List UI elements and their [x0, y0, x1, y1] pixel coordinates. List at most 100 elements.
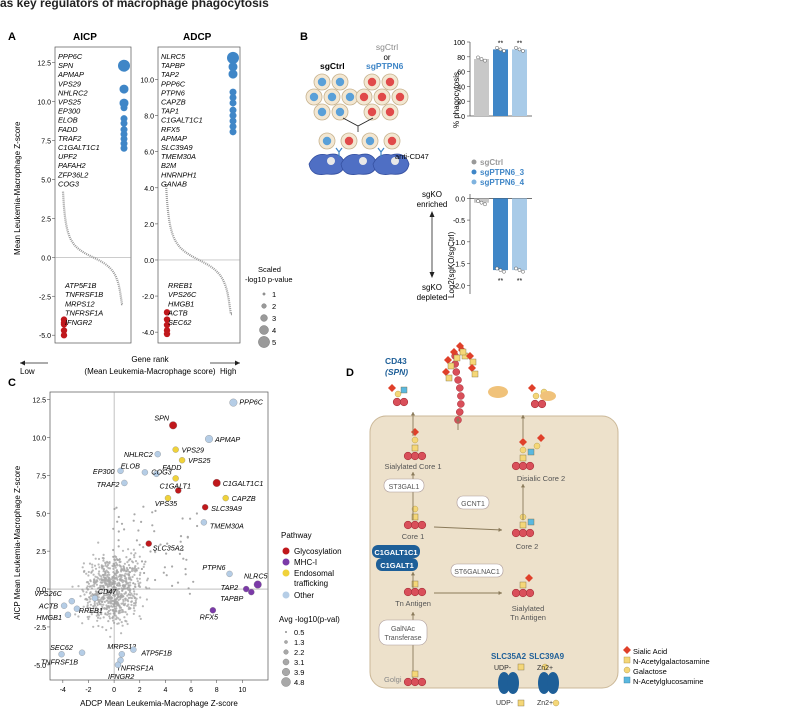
gene-dot-apmap	[229, 122, 237, 130]
background-gene-dot	[98, 578, 101, 581]
background-gene-dot	[189, 517, 192, 520]
background-gene-dot	[134, 560, 138, 563]
background-gene-dot	[113, 507, 116, 511]
background-gene-dot	[122, 595, 125, 598]
gene-point-label-tapbp: TAPBP	[220, 594, 243, 603]
c1galt1c1-pill[interactable]	[372, 545, 420, 558]
background-gene-dot	[192, 580, 195, 583]
gene-label-tap1: TAP1	[161, 107, 179, 116]
background-gene-dot	[108, 573, 111, 576]
gene-label-capzb: CAPZB	[161, 98, 186, 107]
depleted-label-2: depleted	[417, 293, 448, 302]
bar-sgptpn6_3	[493, 198, 508, 271]
background-gene-dot	[138, 584, 141, 587]
gene-dot-capzb	[229, 99, 237, 107]
background-gene-dot	[131, 575, 134, 579]
size-legend-c: 0.51.32.23.13.94.8	[281, 628, 304, 687]
gene-point-label-vps26c: VPS26C	[34, 589, 62, 598]
x-tick-label: 10	[238, 687, 246, 694]
glcnac	[400, 386, 408, 394]
replicate-dot	[476, 55, 480, 60]
gene-label-nlrc5: NLRC5	[161, 52, 186, 61]
background-gene-dot	[87, 617, 90, 621]
gene-point-cog3	[172, 475, 179, 482]
peptide-bead	[530, 399, 540, 409]
gene-point-label-cd47: CD47	[98, 587, 117, 596]
sialic-acid	[519, 438, 527, 446]
udp-label: UDP-	[494, 665, 512, 672]
log2-ylabel: Log2(sgKO/sgCtrl)	[447, 231, 456, 298]
background-gene-dot	[118, 609, 121, 612]
background-gene-dot	[117, 539, 120, 542]
background-gene-dot	[184, 573, 187, 576]
glcnac	[527, 518, 535, 526]
background-gene-dot	[116, 602, 119, 606]
significance-mark: **	[517, 278, 523, 285]
size-legend-c-label: 2.2	[294, 648, 304, 657]
background-gene-dot	[130, 552, 133, 555]
background-gene-dot	[96, 576, 99, 579]
background-gene-dot	[105, 569, 108, 572]
background-gene-dot	[101, 556, 104, 560]
pathway-arrowhead	[410, 612, 416, 616]
c1galt1-pill[interactable]	[376, 558, 418, 571]
gene-point-nhlrc2	[154, 450, 161, 458]
surface-protein	[488, 386, 508, 398]
gene-dot-vps26c	[163, 316, 171, 323]
peptide-bead	[403, 587, 413, 597]
background-gene-dot	[146, 579, 149, 582]
legend-galnac-icon	[623, 656, 631, 664]
gene-point-slc35a2	[145, 540, 152, 547]
background-gene-dot	[82, 570, 86, 574]
gene-point-label-cog3: COG3	[151, 467, 171, 476]
background-gene-dot	[121, 549, 125, 552]
background-gene-dot	[114, 618, 118, 621]
sialylated-tn-label2: Tn Antigen	[510, 613, 546, 622]
gene-label-b2m: B2M	[161, 161, 177, 170]
pathway-arrowhead	[410, 472, 416, 476]
bar-sgptpn6_4	[512, 49, 527, 116]
background-gene-dot	[109, 592, 112, 595]
legend-dot-sgctrl	[471, 159, 477, 165]
aicp-title: AICP	[73, 32, 97, 43]
background-gene-dot	[111, 576, 114, 580]
background-gene-dot	[112, 619, 115, 622]
background-gene-dot	[185, 558, 188, 561]
bar-sgctrl	[474, 59, 489, 116]
size-legend-title: Scaled	[258, 265, 281, 274]
background-gene-dot	[117, 581, 120, 584]
zn-label: Zn2+	[537, 665, 553, 672]
background-gene-dot	[117, 545, 120, 548]
galactose	[394, 390, 402, 398]
gene-point-label-ppp6c: PPP6C	[239, 398, 263, 407]
size-legend-c-dot	[284, 640, 288, 644]
replicate-dot	[517, 47, 522, 52]
galnac-transferase-pill	[378, 619, 428, 646]
adcp-gene-labels: NLRC5TAPBPTAP2PPP6CPTPN6CAPZBTAP1C1GALT1…	[160, 52, 203, 327]
st3gal1-pill	[383, 478, 425, 493]
peptide-bead	[417, 587, 427, 597]
background-gene-dot	[135, 593, 138, 596]
y-tick-label: 10.0	[32, 435, 46, 442]
background-gene-dot	[105, 628, 108, 632]
replicate-dot	[495, 266, 499, 271]
gene-dot-spn	[119, 84, 129, 94]
background-gene-dot	[91, 563, 94, 566]
background-gene-dot	[134, 565, 137, 568]
udp-sugar-out	[517, 699, 525, 707]
disialic-core2-label: Disialic Core 2	[517, 474, 565, 483]
background-gene-dot	[136, 562, 139, 565]
background-gene-dot	[120, 522, 124, 525]
phagocytosis-ylabel: % phagocytosis	[452, 72, 461, 128]
background-gene-dot	[94, 557, 97, 560]
panel-label-c: C	[8, 377, 16, 389]
background-gene-dot	[115, 570, 118, 573]
background-gene-dot	[107, 609, 111, 613]
background-gene-dot	[126, 613, 129, 616]
gene-label-slc39a9: SLC39A9	[161, 143, 193, 152]
cell-nucleus	[335, 107, 345, 117]
y-tick-label: 10.0	[37, 100, 51, 107]
y-tick-label: -0.5	[453, 218, 465, 225]
bar-sgptpn6_3	[493, 49, 508, 116]
